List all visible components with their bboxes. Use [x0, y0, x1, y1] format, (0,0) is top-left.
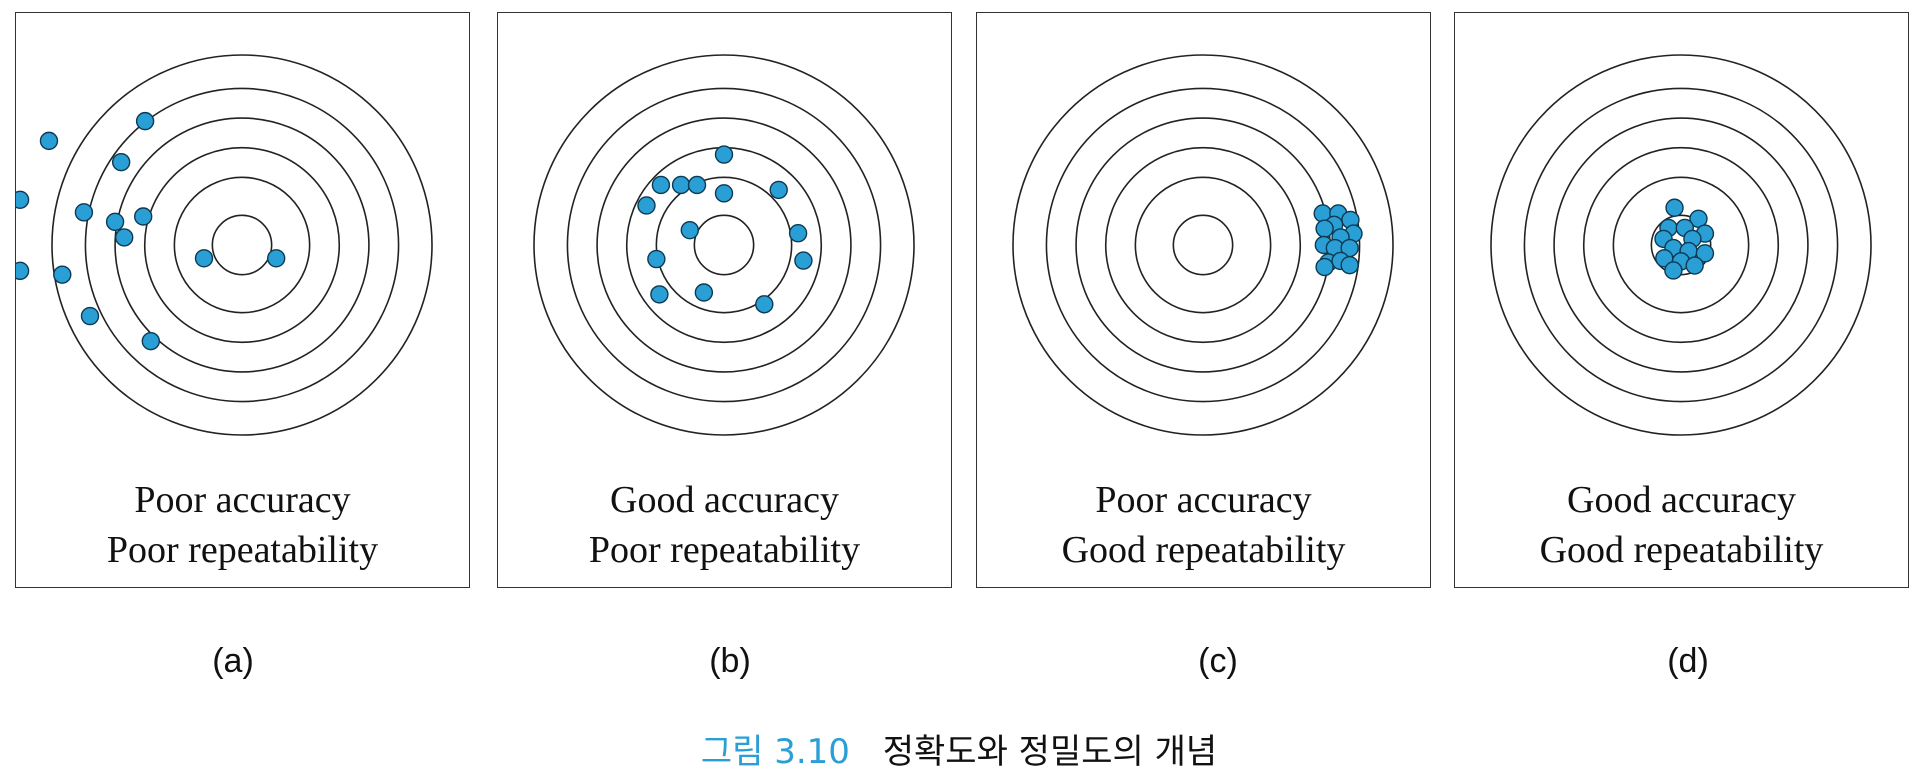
target-ring-6: [533, 54, 915, 436]
target-ring-2: [1134, 176, 1272, 314]
hit-point: [74, 203, 94, 222]
hit-point: [80, 306, 100, 326]
hit-point: [694, 283, 714, 302]
target-ring-4: [1075, 117, 1331, 373]
figure-title: 정확도와 정밀도의 개념: [882, 732, 1218, 772]
target-ring-2: [655, 176, 793, 314]
hit-point: [16, 190, 30, 209]
hit-point: [650, 285, 669, 304]
hit-point: [769, 180, 788, 200]
hit-point: [1665, 198, 1684, 217]
caption-repeatability-d: Good repeatability: [1539, 529, 1824, 571]
hit-point: [111, 152, 131, 172]
caption-accuracy-a: Poor accuracy: [134, 479, 351, 521]
target-ring-6: [51, 54, 433, 436]
target-ring-3: [1104, 146, 1302, 344]
caption-accuracy-d: Good accuracy: [1567, 479, 1796, 521]
panel-a: Poor accuracy Poor repeatability: [15, 12, 470, 588]
hit-point: [114, 228, 134, 247]
target-c: [1012, 54, 1394, 436]
caption-accuracy-c: Poor accuracy: [1095, 479, 1312, 521]
hit-point: [105, 212, 125, 232]
hit-point: [1315, 219, 1334, 238]
target-ring-4: [114, 117, 370, 373]
caption-repeatability-c: Good repeatability: [1061, 529, 1346, 571]
hit-point: [53, 265, 72, 284]
target-ring-1: [1172, 214, 1234, 276]
target-ring-1: [693, 214, 755, 276]
sublabel-a: (a): [212, 642, 254, 680]
hit-point: [194, 249, 214, 268]
hit-point: [637, 196, 656, 215]
caption-accuracy-b: Good accuracy: [610, 479, 839, 521]
sublabel-d: (d): [1667, 642, 1709, 680]
target-a: [16, 54, 433, 436]
figure-caption: 그림 3.10 정확도와 정밀도의 개념: [0, 724, 1918, 773]
target-ring-5: [1045, 87, 1361, 403]
hit-point: [794, 251, 813, 270]
target-ring-4: [596, 117, 852, 373]
target-ring-5: [1523, 87, 1839, 403]
caption-repeatability-b: Poor repeatability: [588, 529, 861, 571]
sublabel-b: (b): [709, 642, 751, 680]
hit-point: [671, 175, 691, 195]
hit-point: [687, 175, 707, 195]
target-d: [1490, 54, 1872, 436]
hit-point: [788, 224, 808, 243]
caption-repeatability-a: Poor repeatability: [106, 529, 379, 571]
sublabel-c: (c): [1198, 642, 1238, 680]
hit-point: [1685, 256, 1704, 275]
hit-point: [39, 131, 59, 151]
target-ring-6: [1012, 54, 1394, 436]
panel-c: Poor accuracy Good repeatability: [976, 12, 1431, 588]
hit-point: [267, 249, 286, 268]
target-ring-1: [211, 214, 273, 276]
hit-point: [133, 207, 153, 226]
target-ring-3: [143, 146, 341, 344]
hit-point: [1664, 261, 1683, 280]
target-ring-2: [1612, 176, 1750, 314]
target-ring-4: [1553, 117, 1809, 373]
hit-point: [135, 111, 155, 131]
panel-d: Good accuracy Good repeatability: [1454, 12, 1909, 588]
target-b: [533, 54, 915, 436]
target-ring-5: [566, 87, 882, 403]
hit-point: [141, 331, 161, 351]
target-ring-5: [84, 87, 400, 403]
hit-point: [755, 295, 774, 314]
hit-point: [1315, 257, 1334, 277]
panel-b: Good accuracy Poor repeatability: [497, 12, 952, 588]
figure-number: 그림 3.10: [700, 732, 850, 772]
hit-point: [680, 220, 700, 240]
hit-point: [1695, 244, 1715, 263]
hit-point: [647, 249, 666, 269]
hit-point: [714, 184, 734, 203]
target-ring-2: [173, 176, 311, 314]
hit-point: [651, 175, 671, 195]
target-ring-6: [1490, 54, 1872, 436]
hit-point: [16, 261, 30, 281]
hit-point: [1340, 255, 1359, 275]
hit-point: [714, 145, 734, 164]
target-ring-3: [1582, 146, 1780, 344]
